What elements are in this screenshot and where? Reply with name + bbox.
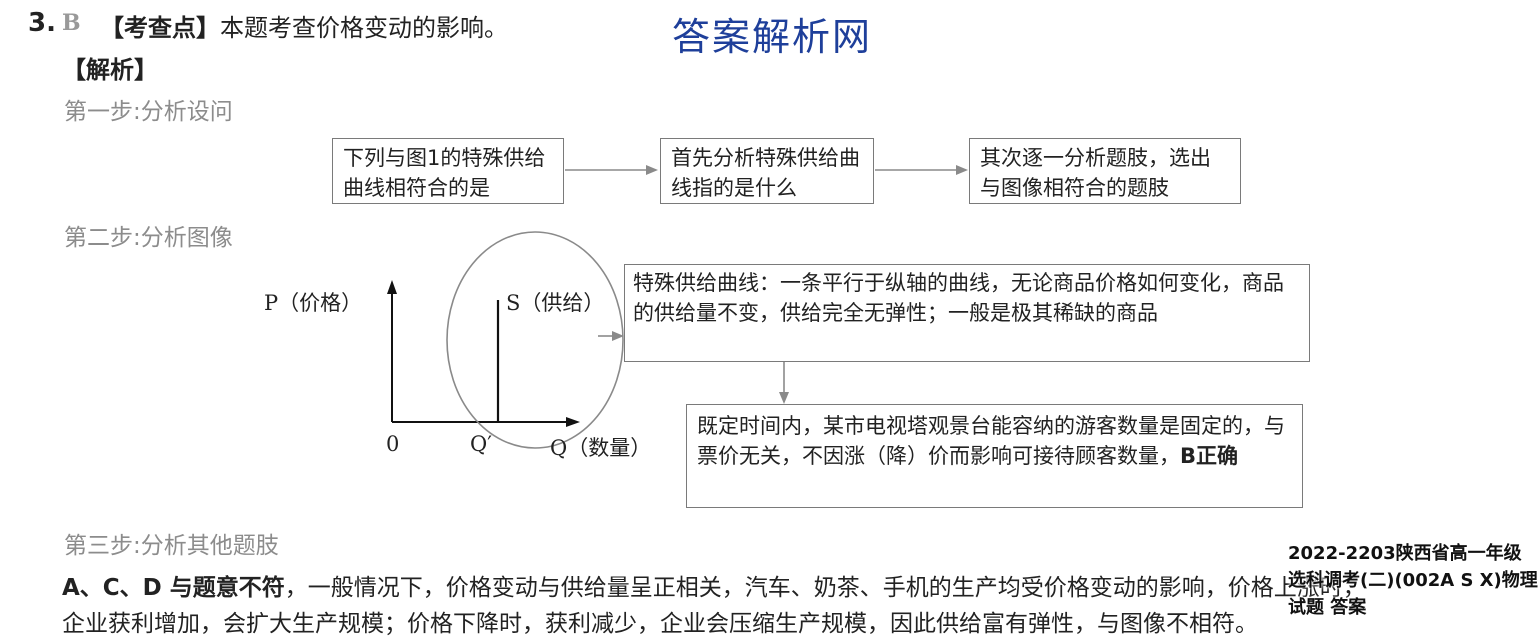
flow-arrow-1: [565, 165, 658, 175]
conclusion-box-b: 既定时间内，某市电视塔观景台能容纳的游客数量是固定的，与票价无关，不因涨（降）价…: [686, 404, 1303, 508]
conclusion-line1-text: ，一般情况下，价格变动与供给量呈正相关，汽车、奶茶、手机的生产均受价格变动的影响…: [284, 575, 1366, 601]
conclusion-line-2: 企业获利增加，会扩大生产规模；价格下降时，获利减少，企业会压缩生产规模，因此供给…: [62, 611, 1258, 637]
watermark-text: 答案解析网: [672, 15, 873, 59]
q-prime-label: Q′: [470, 432, 492, 456]
kaochadian-text: 本题考查价格变动的影响。: [220, 14, 508, 42]
arrow-to-definition: [598, 331, 624, 341]
kaochadian-line: 【考查点】本题考查价格变动的影响。: [100, 8, 508, 43]
origin-label: 0: [386, 432, 400, 456]
jiexi-heading: 【解析】: [62, 56, 158, 84]
conclusion-line-1: A、C、D 与题意不符，一般情况下，价格变动与供给量呈正相关，汽车、奶茶、手机的…: [62, 568, 1366, 602]
step1-heading: 第一步:分析设问: [64, 99, 233, 125]
flow-box-1: 下列与图1的特殊供给曲线相符合的是: [332, 138, 564, 204]
flow-arrow-2: [875, 165, 968, 175]
flow-box-3: 其次逐一分析题肢，选出与图像相符合的题肢: [969, 138, 1241, 204]
answer-letter: B: [62, 10, 81, 36]
definition-box: 特殊供给曲线：一条平行于纵轴的曲线，无论商品价格如何变化，商品的供给量不变，供给…: [624, 264, 1310, 362]
overlay-caption: 2022-2203陕西省高一年级选科调考(二)(002A S X)物理试题 答案: [1288, 543, 1538, 618]
step3-heading: 第三步:分析其他题肢: [64, 533, 279, 559]
arrow-down: [779, 362, 789, 404]
y-axis-label: P（价格）: [264, 291, 363, 315]
question-number: 3.: [28, 8, 56, 38]
supply-label: S（供给）: [506, 291, 605, 315]
highlight-circle: [446, 231, 624, 449]
flow-box-2: 首先分析特殊供给曲线指的是什么: [660, 138, 874, 204]
step2-heading: 第二步:分析图像: [64, 225, 233, 251]
graph-axes: [387, 280, 580, 427]
kaochadian-tag: 【考查点】: [100, 14, 220, 42]
conclusion-box-b-text: 既定时间内，某市电视塔观景台能容纳的游客数量是固定的，与票价无关，不因涨（降）价…: [697, 414, 1285, 468]
x-axis-label: Q（数量）: [550, 436, 652, 460]
conclusion-lead: A、C、D 与题意不符: [62, 575, 285, 601]
conclusion-box-b-bold: B正确: [1180, 444, 1239, 468]
